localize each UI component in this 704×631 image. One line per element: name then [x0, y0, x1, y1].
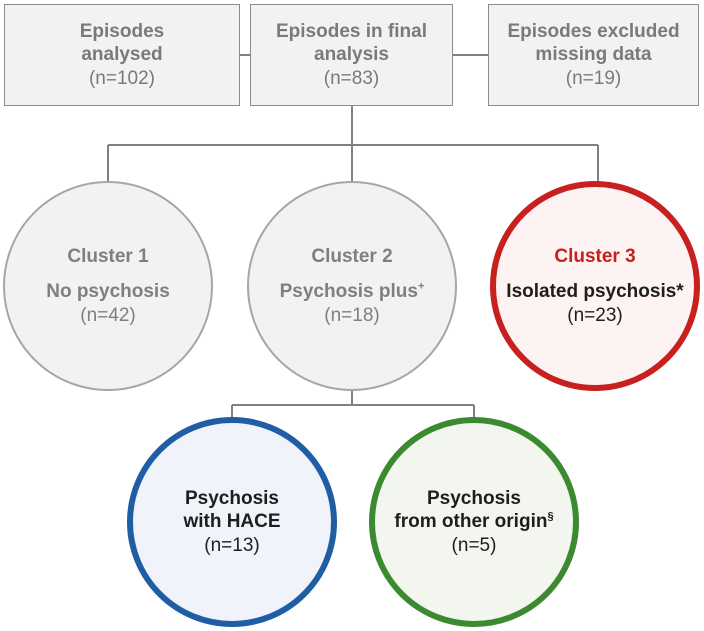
- box-episodes-excluded: Episodes excluded missing data (n=19): [488, 4, 699, 106]
- subcluster-label-line2: with HACE: [183, 511, 281, 533]
- box-title-line1: Episodes excluded: [507, 21, 680, 43]
- psychosis-with-hace-circle: Psychosis with HACE (n=13): [127, 417, 337, 627]
- cluster-title: Cluster 1: [67, 246, 149, 268]
- cluster-title: Cluster 3: [554, 246, 636, 268]
- subcluster-count: (n=5): [451, 534, 497, 556]
- box-title-line2: missing data: [535, 44, 652, 66]
- box-count: (n=102): [88, 67, 156, 89]
- subcluster-label-line2: from other origin§: [394, 511, 554, 533]
- box-title-line1: Episodes: [79, 21, 165, 43]
- subcluster-label-line1: Psychosis: [185, 488, 279, 510]
- psychosis-other-origin-circle: Psychosis from other origin§ (n=5): [369, 417, 579, 627]
- cluster-1-circle: Cluster 1 No psychosis (n=42): [3, 181, 213, 391]
- box-title-line2: analysed: [81, 44, 163, 66]
- box-episodes-analysed: Episodes analysed (n=102): [4, 4, 240, 106]
- box-count: (n=19): [565, 67, 622, 89]
- cluster-label: No psychosis: [46, 281, 170, 303]
- subcluster-label-line1: Psychosis: [427, 488, 521, 510]
- cluster-count: (n=23): [567, 304, 623, 326]
- box-episodes-final-analysis: Episodes in final analysis (n=83): [250, 4, 453, 106]
- footnote-mark: +: [417, 281, 425, 294]
- cluster-3-circle: Cluster 3 Isolated psychosis* (n=23): [490, 181, 700, 391]
- cluster-title: Cluster 2: [311, 246, 393, 268]
- footnote-mark: §: [547, 511, 554, 524]
- box-count: (n=83): [323, 67, 380, 89]
- cluster-label: Psychosis plus+: [279, 281, 425, 303]
- box-title-line1: Episodes in final: [276, 21, 427, 43]
- box-title-line2: analysis: [314, 44, 389, 66]
- cluster-2-circle: Cluster 2 Psychosis plus+ (n=18): [247, 181, 457, 391]
- cluster-label: Isolated psychosis*: [506, 281, 684, 303]
- subcluster-count: (n=13): [204, 534, 260, 556]
- cluster-count: (n=18): [324, 304, 380, 326]
- cluster-count: (n=42): [80, 304, 136, 326]
